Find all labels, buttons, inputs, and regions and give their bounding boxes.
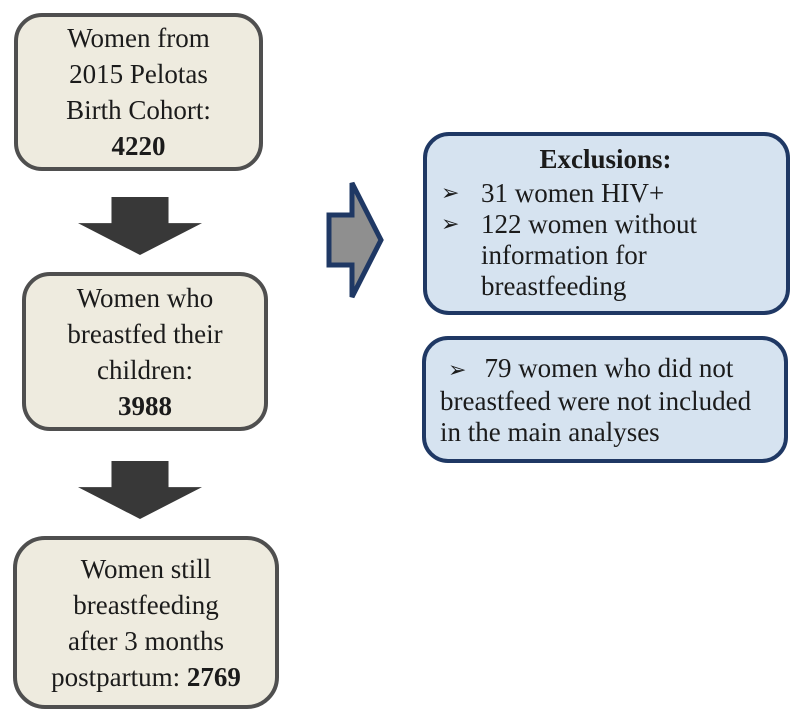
- exclusion-item-text: 31 women HIV+: [481, 178, 665, 208]
- box-line: after 3 months: [68, 625, 224, 656]
- box-value: 4220: [111, 131, 166, 161]
- arrow-bullet-icon: ➢: [441, 212, 460, 237]
- box-line: Women who: [76, 282, 214, 313]
- box-line: breastfed their: [67, 318, 223, 349]
- box-line: Birth Cohort:: [66, 95, 211, 125]
- box-still-breastfeeding: Women still breastfeeding after 3 months…: [13, 536, 279, 709]
- box-value: 3988: [118, 390, 172, 421]
- exclusion-item: ➢ 122 women without information for brea…: [435, 209, 776, 302]
- note-text: ➢79 women who did not breastfeed were no…: [440, 353, 772, 448]
- exclusions-title: Exclusions:: [539, 144, 672, 174]
- box-line: Women still: [80, 553, 212, 584]
- right-arrow-icon: [326, 181, 384, 299]
- box-value: 2769: [186, 661, 241, 692]
- arrow-bullet-icon: ➢: [441, 181, 460, 206]
- box-line: breastfeeding: [73, 589, 219, 620]
- box-value-line: 3988: [118, 388, 172, 424]
- down-arrow-icon: [78, 197, 202, 255]
- box-line: children:: [97, 354, 193, 385]
- box-line: 2015 Pelotas: [69, 59, 208, 89]
- box-line: Women from: [67, 23, 210, 53]
- box-not-included-note: ➢79 women who did not breastfeed were no…: [422, 336, 788, 463]
- box-value-prefix: postpartum:: [51, 661, 187, 692]
- box-value-line: postpartum: 2769: [51, 659, 241, 695]
- box-exclusions: Exclusions: ➢ 31 women HIV+ ➢ 122 women …: [423, 132, 790, 315]
- note-text-content: 79 women who did not breastfeed were not…: [440, 353, 752, 447]
- down-arrow-icon: [78, 461, 202, 519]
- arrow-bullet-icon: ➢: [448, 358, 467, 383]
- box-value-line: 4220: [112, 128, 166, 164]
- exclusion-item-text: 122 women without information for breast…: [481, 209, 697, 301]
- box-breastfed: Women who breastfed their children: 3988: [22, 272, 268, 431]
- exclusion-item: ➢ 31 women HIV+: [435, 178, 776, 209]
- box-cohort-total: Women from 2015 Pelotas Birth Cohort: 42…: [14, 13, 263, 171]
